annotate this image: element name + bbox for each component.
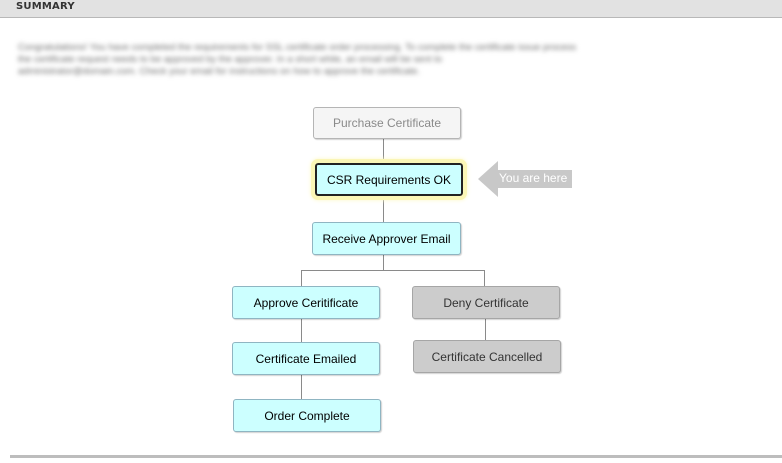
connector-line xyxy=(301,270,485,271)
step-label: Purchase Certificate xyxy=(332,116,442,130)
connector-line xyxy=(485,319,486,341)
step-certificate-emailed: Certificate Emailed xyxy=(232,342,380,375)
step-deny-certificate: Deny Certificate xyxy=(412,286,560,319)
connector-line xyxy=(301,375,302,400)
step-label: Approve Ceritificate xyxy=(253,295,359,310)
step-label: CSR Requirements OK xyxy=(326,172,452,187)
connector-line xyxy=(301,319,302,343)
footer-divider xyxy=(10,455,782,458)
connector-line xyxy=(484,270,485,287)
step-receive-approver-email: Receive Approver Email xyxy=(312,222,461,255)
connector-line xyxy=(383,138,384,163)
step-order-complete: Order Complete xyxy=(233,399,381,432)
you-are-here-pointer: You are here xyxy=(478,161,572,197)
step-label: Deny Certificate xyxy=(443,295,529,310)
intro-text: Congratulations! You have completed the … xyxy=(18,42,782,78)
step-purchase-certificate: Purchase Certificate xyxy=(313,107,461,139)
intro-line: Congratulations! You have completed the … xyxy=(18,42,577,53)
step-label: Receive Approver Email xyxy=(322,231,451,246)
step-certificate-cancelled: Certificate Cancelled xyxy=(413,340,561,373)
step-label: Certificate Cancelled xyxy=(431,349,543,364)
step-label: Certificate Emailed xyxy=(255,351,357,366)
intro-line: administrator@domain.com. Check your ema… xyxy=(18,66,420,77)
step-label: Order Complete xyxy=(264,408,350,423)
summary-title: SUMMARY xyxy=(16,1,75,12)
connector-line xyxy=(383,196,384,223)
left-arrow-icon xyxy=(478,161,572,197)
connector-line xyxy=(383,254,384,270)
connector-line xyxy=(301,270,302,287)
step-csr-requirements: CSR Requirements OK xyxy=(311,159,467,200)
you-are-here-label: You are here xyxy=(499,171,568,185)
summary-header: SUMMARY xyxy=(0,0,782,18)
step-approve-certificate: Approve Ceritificate xyxy=(232,286,380,319)
intro-line: the certificate request needs to be appr… xyxy=(18,54,443,65)
